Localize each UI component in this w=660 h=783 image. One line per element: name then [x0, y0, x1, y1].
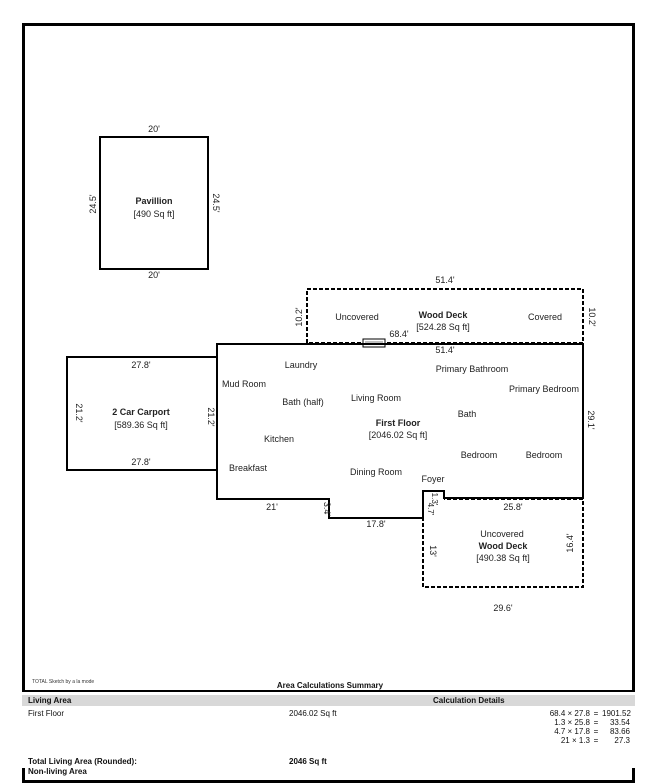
wood-deck-bottom-uncovered: Uncovered — [480, 529, 524, 539]
carport-dim-bottom: 27.8' — [131, 457, 151, 467]
first-floor-dim-notch: 3.4' — [322, 502, 332, 517]
room-bath: Bath — [458, 409, 477, 419]
summary-title: Area Calculations Summary — [276, 681, 384, 690]
room-primary-bathroom: Primary Bathroom — [436, 364, 509, 374]
pavillion-dim-right: 24.5' — [211, 193, 221, 213]
wood-deck-top-covered: Covered — [528, 312, 562, 322]
carport-dim-top: 27.8' — [131, 360, 151, 370]
calc-line: 4.7 × 17.8=83.66 — [554, 727, 630, 736]
first-floor-label: First Floor — [376, 418, 421, 428]
pavillion-dim-top: 20' — [148, 124, 160, 134]
wood-deck-bottom-label: Wood Deck — [479, 541, 529, 551]
first-floor-dim-bottom-right: 25.8' — [503, 502, 523, 512]
carport-area: [589.36 Sq ft] — [114, 420, 168, 430]
first-floor-row-label: First Floor — [28, 709, 64, 718]
area-summary-table: Living Area Calculation Details First Fl… — [22, 690, 635, 776]
room-bedroom-2: Bedroom — [526, 450, 563, 460]
pavillion-dim-left: 24.5' — [88, 194, 98, 214]
room-laundry: Laundry — [285, 360, 318, 370]
calculation-details: 68.4 × 27.8=1901.52 1.3 × 25.8=33.54 4.7… — [542, 709, 631, 745]
carport-dim-right: 21.2' — [206, 407, 216, 427]
total-living-label: Total Living Area (Rounded): — [28, 757, 137, 766]
room-foyer: Foyer — [421, 474, 444, 484]
first-floor-outline — [216, 343, 584, 519]
room-living-room: Living Room — [351, 393, 401, 403]
pavillion-dim-bottom: 20' — [148, 270, 160, 280]
room-bath-half: Bath (half) — [282, 397, 324, 407]
non-living-label: Non-living Area — [28, 767, 87, 776]
foyer-dim-b: 4.7' — [426, 503, 435, 516]
first-floor-dim-bottom-mid: 17.8' — [366, 519, 386, 529]
pavillion-label: Pavillion — [135, 196, 172, 206]
carport-label: 2 Car Carport — [112, 407, 170, 417]
first-floor-dim-right: 29.1' — [586, 410, 596, 430]
wood-deck-top-area: [524.28 Sq ft] — [416, 322, 470, 332]
wood-deck-bottom-area: [490.38 Sq ft] — [476, 553, 530, 563]
calc-details-header: Calculation Details — [433, 696, 505, 705]
wood-deck-top-dim-top: 51.4' — [435, 275, 455, 285]
wood-deck-top-dim-right: 10.2' — [587, 307, 597, 327]
wood-deck-top-label: Wood Deck — [419, 310, 469, 320]
wood-deck-bottom-dim-bottom: 29.6' — [493, 603, 513, 613]
wood-deck-top-dim-left: 10.2' — [294, 307, 304, 327]
calc-line: 68.4 × 27.8=1901.52 — [549, 709, 631, 718]
room-bedroom-1: Bedroom — [461, 450, 498, 460]
pavillion-area: [490 Sq ft] — [133, 209, 174, 219]
total-living-value: 2046 Sq ft — [289, 757, 327, 766]
wood-deck-bottom-outline — [422, 498, 584, 588]
room-mud-room: Mud Room — [222, 379, 266, 389]
pavillion-outline — [99, 136, 209, 270]
calc-line: 1.3 × 25.8=33.54 — [554, 718, 630, 727]
first-floor-row-area: 2046.02 Sq ft — [289, 709, 337, 718]
first-floor-dim-51: 51.4' — [435, 345, 455, 355]
carport-dim-left: 21.2' — [74, 403, 84, 423]
first-floor-dim-bottom-left: 21' — [266, 502, 278, 512]
summary-header-row: Living Area Calculation Details — [22, 695, 635, 706]
room-kitchen: Kitchen — [264, 434, 294, 444]
first-floor-area: [2046.02 Sq ft] — [369, 430, 428, 440]
wood-deck-top-uncovered: Uncovered — [335, 312, 379, 322]
first-floor-dim-68: 68.4' — [389, 329, 409, 339]
living-area-header: Living Area — [28, 696, 72, 705]
sketch-credit: TOTAL Sketch by a la mode — [32, 679, 95, 685]
floor-plan: 20' 20' 24.5' 24.5' Pavillion [490 Sq ft… — [66, 124, 597, 613]
wood-deck-bottom-dim-left: 13' — [428, 545, 438, 557]
room-primary-bedroom: Primary Bedroom — [509, 384, 579, 394]
calc-line: 21 × 1.3=27.3 — [560, 736, 630, 745]
room-breakfast: Breakfast — [229, 463, 268, 473]
wood-deck-bottom-dim-right: 16.4' — [565, 533, 575, 553]
foyer-dim-a: 1.3' — [430, 493, 439, 506]
room-dining-room: Dining Room — [350, 467, 402, 477]
